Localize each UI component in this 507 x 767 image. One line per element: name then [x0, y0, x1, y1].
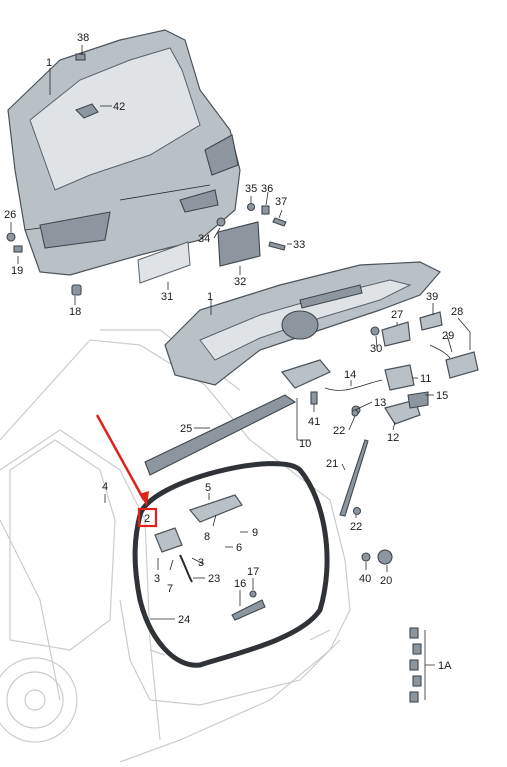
label-32: 32	[234, 276, 246, 288]
label-14: 14	[344, 369, 356, 381]
label-39: 39	[426, 291, 438, 303]
label-13: 13	[374, 397, 386, 409]
inner-trim-panel	[164, 261, 441, 386]
label-41: 41	[308, 416, 320, 428]
label-7: 7	[167, 583, 173, 595]
label-22-upper: 22	[333, 425, 345, 437]
label-16: 16	[234, 578, 246, 590]
label-8: 8	[204, 531, 210, 543]
highlight-box	[137, 507, 158, 528]
label-5: 5	[205, 482, 211, 494]
label-11: 11	[420, 373, 431, 385]
label-22-lower: 22	[350, 521, 362, 533]
label-17: 17	[247, 566, 259, 578]
label-3-right: 3	[198, 557, 204, 569]
component-shapes	[6, 53, 479, 703]
leader-lines	[10, 45, 471, 700]
label-36: 36	[261, 183, 273, 195]
label-19: 19	[11, 265, 23, 277]
label-1-middle: 1	[207, 291, 213, 303]
tailgate-shell	[7, 29, 241, 276]
label-33: 33	[293, 239, 305, 251]
label-31: 31	[161, 291, 173, 303]
label-34: 34	[198, 233, 210, 245]
label-10: 10	[299, 438, 311, 450]
part-labels: 1 38 42 26 19 18 31 32 34 35 36 37 33 1 …	[4, 32, 463, 672]
label-42: 42	[113, 101, 125, 113]
label-28: 28	[451, 306, 463, 318]
label-35: 35	[245, 183, 257, 195]
bolt-kit-1A	[409, 627, 422, 703]
label-21: 21	[326, 458, 338, 470]
label-29: 29	[442, 330, 454, 342]
label-26: 26	[4, 209, 16, 221]
label-40: 40	[359, 573, 371, 585]
label-20: 20	[380, 575, 392, 587]
label-30: 30	[370, 343, 382, 355]
label-4: 4	[102, 481, 108, 493]
highlight-arrow	[95, 414, 158, 528]
label-2: 2	[144, 513, 150, 525]
label-1A: 1A	[438, 660, 452, 672]
label-27: 27	[391, 309, 403, 321]
label-24: 24	[178, 614, 190, 626]
label-1-top: 1	[46, 57, 52, 69]
label-18: 18	[69, 306, 81, 318]
label-37: 37	[275, 196, 287, 208]
label-23: 23	[208, 573, 220, 585]
label-15: 15	[436, 390, 448, 402]
label-6: 6	[236, 542, 242, 554]
vehicle-body	[0, 329, 351, 763]
label-38: 38	[77, 32, 89, 44]
label-12: 12	[387, 432, 399, 444]
label-3-left: 3	[154, 573, 160, 585]
label-9: 9	[252, 527, 258, 539]
label-25: 25	[180, 423, 192, 435]
